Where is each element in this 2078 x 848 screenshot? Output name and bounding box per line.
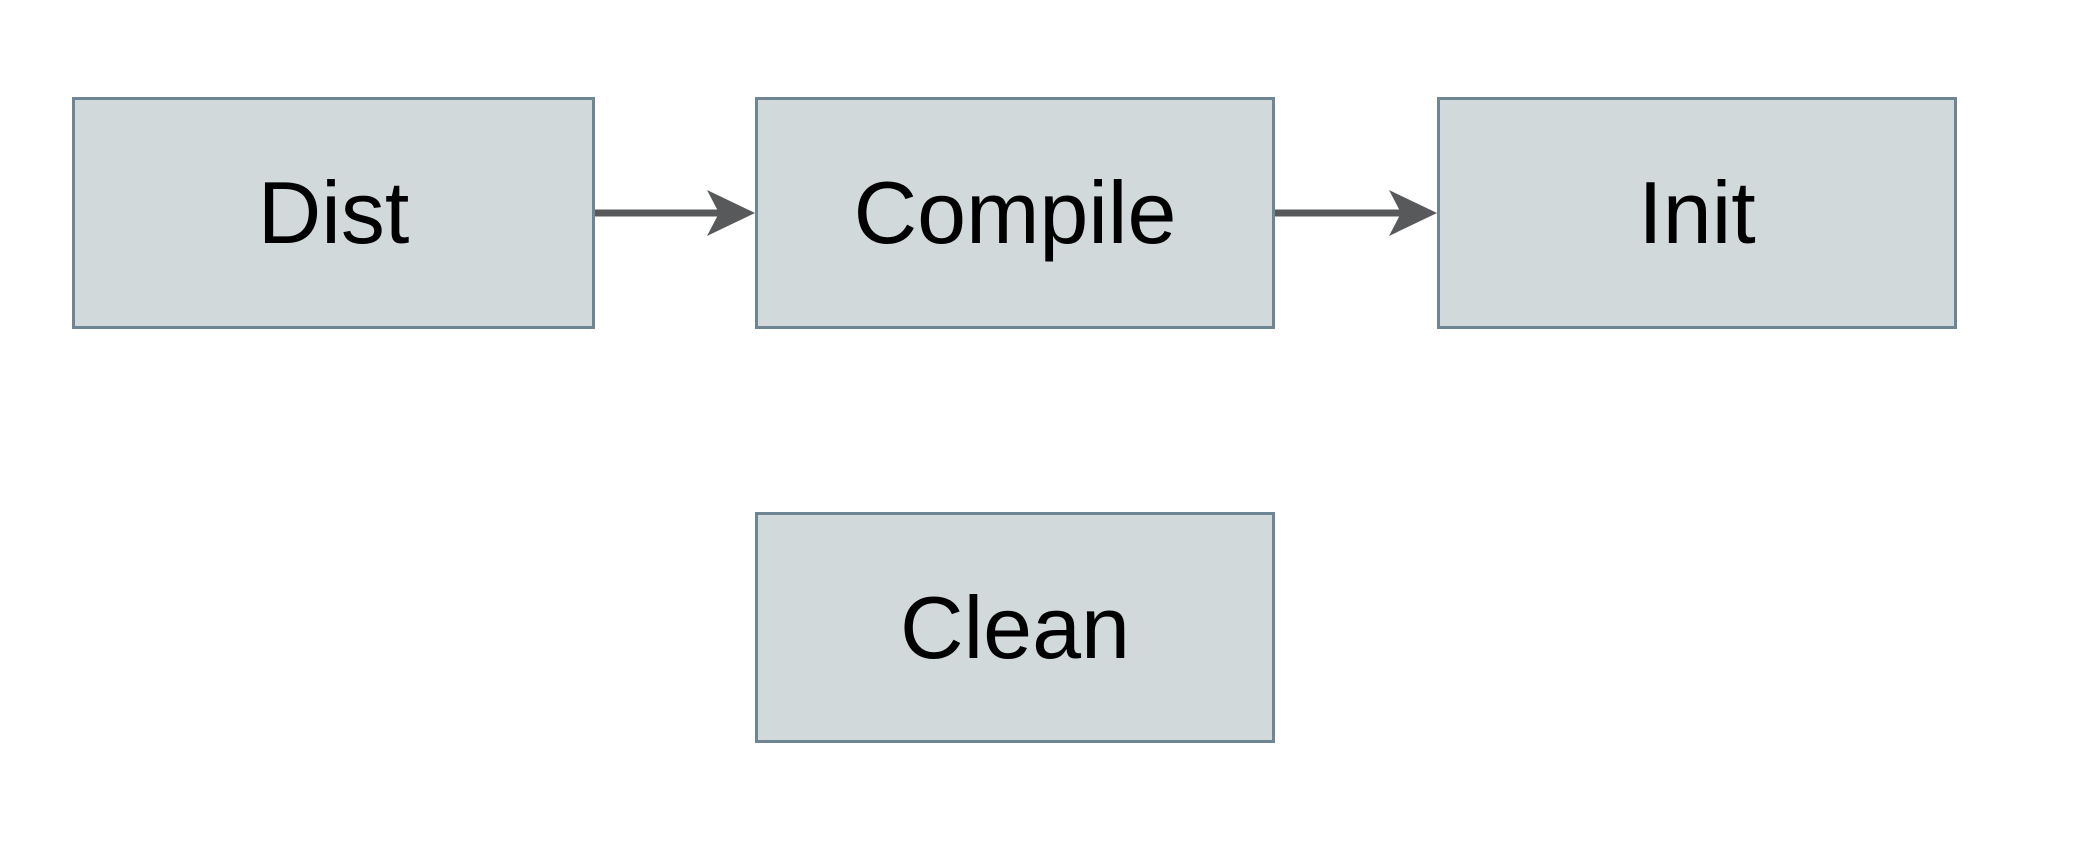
node-clean: Clean — [755, 512, 1275, 743]
arrowhead-icon — [707, 190, 755, 236]
arrow-dist-to-compile — [595, 190, 755, 236]
node-init-label: Init — [1638, 163, 1756, 262]
node-init: Init — [1437, 97, 1957, 329]
node-dist-label: Dist — [257, 163, 410, 262]
node-compile: Compile — [755, 97, 1275, 329]
arrowhead-icon — [1389, 190, 1437, 236]
node-dist: Dist — [72, 97, 595, 329]
node-clean-label: Clean — [900, 577, 1130, 677]
arrow-compile-to-init — [1275, 190, 1437, 236]
node-compile-label: Compile — [853, 163, 1177, 262]
